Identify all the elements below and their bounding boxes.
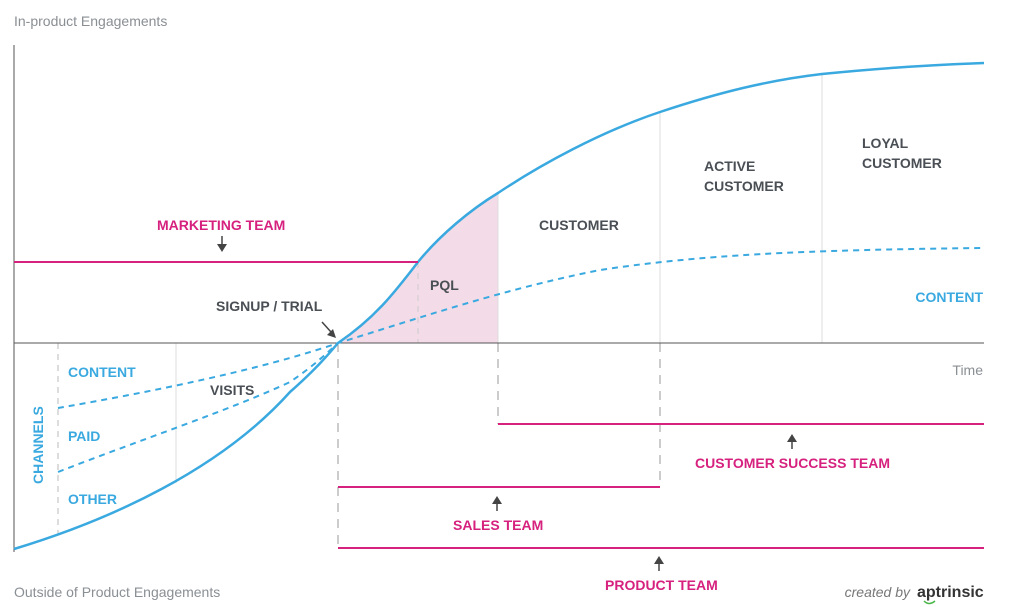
paid-curve bbox=[57, 342, 339, 473]
customer-label: CUSTOMER bbox=[539, 217, 619, 233]
signup-label: SIGNUP / TRIAL bbox=[216, 298, 323, 314]
sales-team-label: SALES TEAM bbox=[453, 517, 543, 533]
customer-success-arrow-icon bbox=[787, 434, 797, 449]
content-curve bbox=[57, 247, 985, 409]
sales-arrow-icon bbox=[492, 496, 502, 511]
channel-content-label: CONTENT bbox=[68, 364, 136, 380]
y-axis-title: In-product Engagements bbox=[14, 13, 167, 29]
marketing-team-label: MARKETING TEAM bbox=[157, 217, 285, 233]
active-customer-label-line1: ACTIVE bbox=[704, 158, 755, 174]
channel-other-label: OTHER bbox=[68, 491, 117, 507]
y-axis-bottom-title: Outside of Product Engagements bbox=[14, 584, 220, 600]
visits-label: VISITS bbox=[210, 382, 254, 398]
x-axis-title: Time bbox=[952, 362, 983, 378]
loyal-customer-label-line1: LOYAL bbox=[862, 135, 909, 151]
channels-title: CHANNELS bbox=[30, 406, 46, 484]
brand-swoosh-icon bbox=[923, 600, 936, 605]
pql-label: PQL bbox=[430, 277, 459, 293]
loyal-customer-label-line2: CUSTOMER bbox=[862, 155, 942, 171]
engagement-curve bbox=[13, 61, 985, 551]
credit-prefix: created by bbox=[845, 584, 911, 600]
content-curve-label: CONTENT bbox=[915, 289, 983, 305]
customer-success-team-label: CUSTOMER SUCCESS TEAM bbox=[695, 455, 890, 471]
brand-logo: aptrinsic bbox=[917, 584, 984, 601]
signup-arrow-icon bbox=[321, 321, 336, 338]
product-team-label: PRODUCT TEAM bbox=[605, 577, 718, 593]
product-arrow-icon bbox=[654, 556, 664, 571]
marketing-arrow-icon bbox=[217, 236, 227, 252]
active-customer-label-line2: CUSTOMER bbox=[704, 178, 784, 194]
channel-paid-label: PAID bbox=[68, 428, 100, 444]
